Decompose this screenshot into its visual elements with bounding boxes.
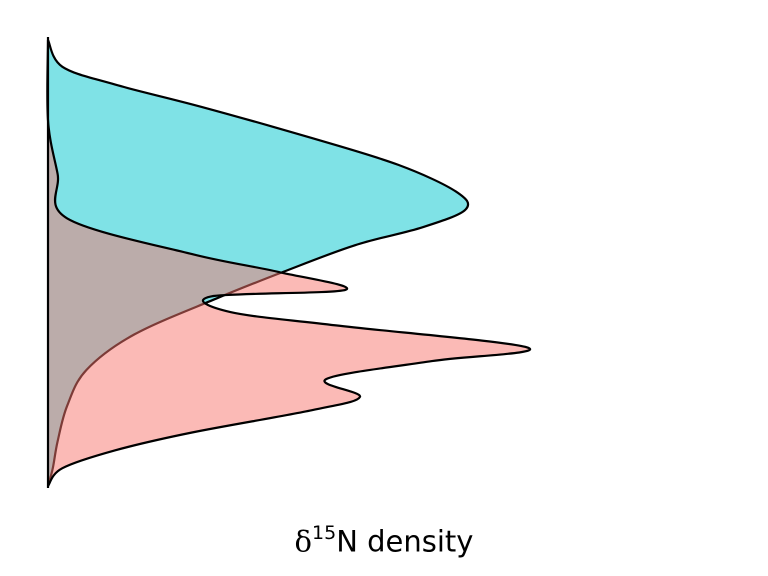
density-outline-2 — [46, 39, 532, 487]
x-axis-label: δ15N density — [0, 515, 768, 562]
x-axis-label-superscript: 15 — [312, 522, 337, 544]
x-axis-label-text: N density — [336, 524, 474, 559]
density-area-2 — [47, 40, 531, 486]
density-area-1 — [48, 40, 469, 486]
density-series-layer — [46, 39, 532, 487]
x-axis-label-symbol: δ — [294, 524, 313, 559]
